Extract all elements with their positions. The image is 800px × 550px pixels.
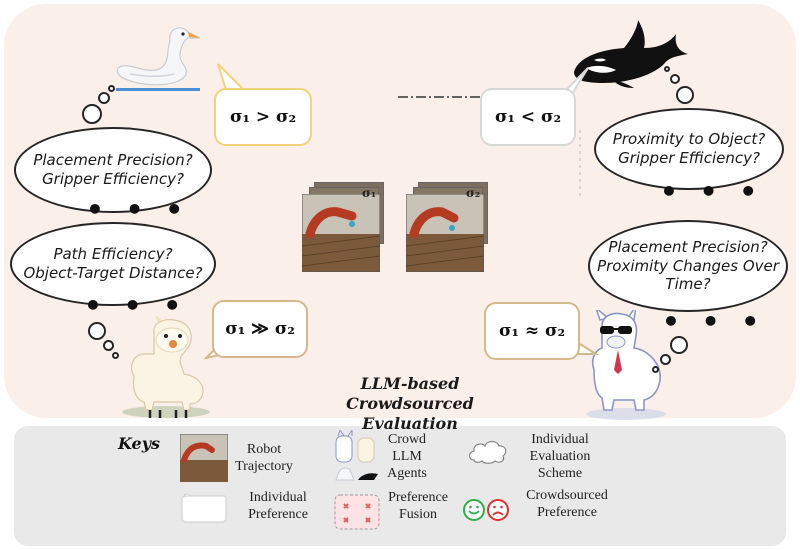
thought-trail-dot — [112, 352, 119, 359]
key-label-line: LLM — [392, 448, 422, 464]
thought-line: Path Efficiency? — [53, 245, 173, 264]
thought-line: Placement Precision? — [608, 237, 768, 256]
key-label-line: Fusion — [398, 506, 438, 522]
preference-bubble-bottom-left: σ₁ ≫ σ₂ — [212, 300, 308, 358]
robot-scene-image — [406, 194, 484, 272]
key-label-line: Preference — [388, 490, 448, 505]
speech-bubble-tail-top-right — [565, 67, 589, 95]
evaluation-scheme-cloud-icon — [468, 440, 507, 464]
thought-trail-dot — [652, 366, 659, 373]
key-label-line: Scheme — [537, 465, 583, 481]
crowdsourced-preference-icon — [463, 499, 509, 521]
ellipsis: • • • — [86, 193, 190, 226]
key-label-line: Crowdsourced — [526, 488, 608, 503]
speech-bubble-tail-top-left — [217, 63, 243, 91]
thought-line: Proximity Changes Over — [597, 256, 779, 275]
thought-line: Object-Target Distance? — [23, 264, 203, 282]
thought-line: Proximity to Object? — [612, 130, 766, 149]
key-label-line: Trajectory — [235, 458, 293, 474]
thought-bubble-bottom-right: Placement Precision? Proximity Changes O… — [588, 220, 788, 312]
keys-title: Keys — [118, 434, 161, 453]
key-label-crowdsourced-preference: Crowdsourced Preference — [512, 488, 622, 522]
alpaca-agent-icon — [122, 316, 210, 418]
key-label-evaluation-scheme: Individual Evaluation Scheme — [520, 432, 600, 482]
thought-trail-dot — [88, 322, 106, 340]
preference-bubble-top-right: σ₁ < σ₂ — [480, 88, 576, 146]
preference-bubble-bottom-right: σ₁ ≈ σ₂ — [484, 302, 580, 360]
thought-bubble-top-left: Placement Precision? Gripper Efficiency? — [14, 127, 212, 213]
robot-trajectory-key-icon — [180, 434, 228, 482]
thought-line: Gripper Efficiency? — [42, 170, 184, 188]
thought-trail-dot — [103, 340, 114, 351]
key-label-line: Individual — [249, 490, 307, 505]
ellipsis: • • • — [660, 175, 764, 208]
key-label-individual-preference: Individual Preference — [240, 490, 316, 524]
key-label-preference-fusion: Preference Fusion — [382, 490, 454, 524]
robot-scene-image — [302, 194, 380, 272]
thought-trail-dot — [676, 86, 694, 104]
center-title-line: Crowdsourced Evaluation — [346, 394, 474, 433]
key-label-line: Individual — [531, 432, 589, 447]
preference-bubble-top-left: σ₁ > σ₂ — [214, 88, 312, 146]
trajectory-label: σ₁ — [362, 186, 377, 200]
thought-line: Placement Precision? — [33, 151, 193, 170]
swan-agent-icon — [116, 27, 201, 91]
key-label-line: Preference — [537, 504, 597, 520]
thought-trail-dot — [98, 92, 110, 104]
cool-alpaca-agent-icon — [586, 310, 666, 420]
thought-line: Time? — [665, 275, 711, 294]
center-title: LLM-based Crowdsourced Evaluation — [300, 374, 520, 434]
thought-trail-dot — [664, 66, 670, 72]
ellipsis: • • • — [84, 289, 188, 322]
speech-bubble-tail-bottom-right — [578, 343, 600, 355]
thought-trail-dot — [670, 336, 688, 354]
key-label-line: Preference — [248, 506, 308, 522]
key-label-line: Robot — [246, 442, 282, 457]
thought-bubble-top-right: Proximity to Object? Gripper Efficiency? — [594, 108, 784, 190]
thought-trail-dot — [660, 354, 671, 365]
ellipsis: • • • — [662, 305, 766, 338]
key-label-robot-trajectory: Robot Trajectory — [234, 442, 294, 476]
individual-preference-bubble-icon — [181, 494, 227, 523]
orca-agent-icon — [574, 20, 688, 88]
thought-trail-dot — [108, 85, 115, 92]
preference-fusion-icon — [334, 494, 380, 530]
trajectory-stack-sigma2: σ₂ — [404, 180, 504, 280]
keys-panel — [14, 426, 786, 546]
trajectory-label: σ₂ — [466, 186, 481, 200]
key-label-crowd-agents: Crowd LLM Agents — [382, 432, 432, 482]
trajectory-stack-sigma1: σ₁ — [300, 180, 400, 280]
thought-trail-dot — [670, 74, 680, 84]
thought-trail-dot — [82, 104, 102, 124]
center-title-line: LLM-based — [360, 374, 460, 393]
thought-line: Gripper Efficiency? — [618, 149, 760, 167]
key-label-line: Crowd — [387, 432, 427, 447]
thought-bubble-bottom-left: Path Efficiency? Object-Target Distance? — [10, 222, 216, 306]
crowd-llm-agents-key-icon — [335, 430, 378, 481]
key-label-line: Agents — [387, 465, 427, 481]
key-label-line: Evaluation — [529, 448, 591, 464]
